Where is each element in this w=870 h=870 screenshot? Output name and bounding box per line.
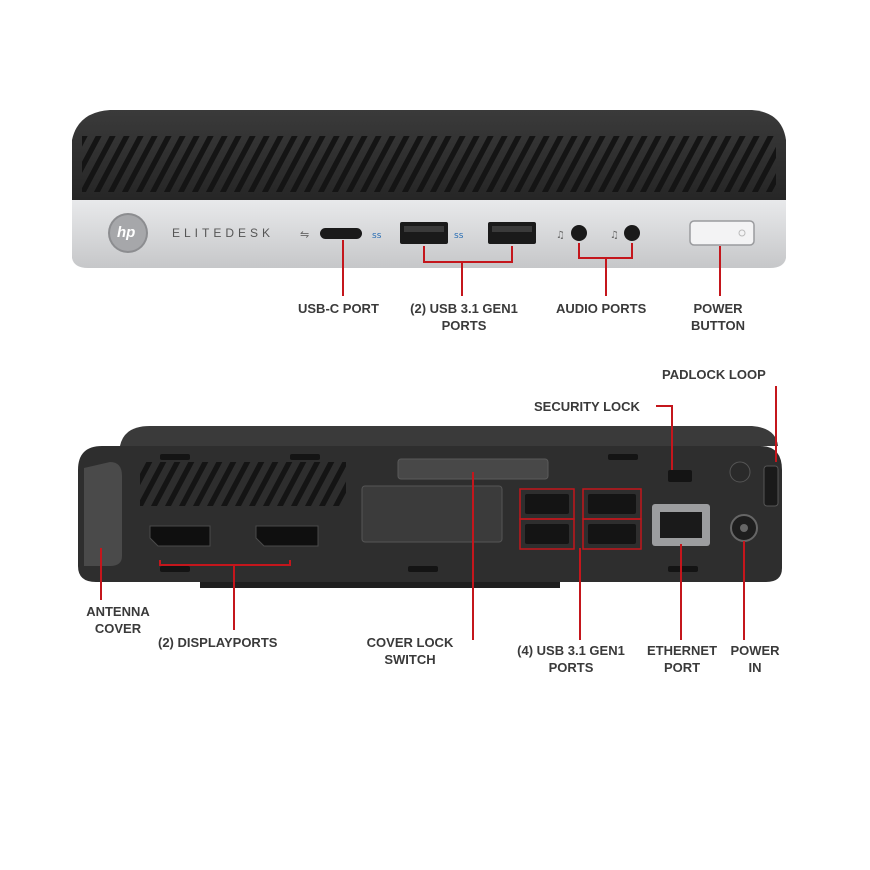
label-usb-c-port: USB-C PORT	[298, 301, 379, 316]
front-vent-grille	[82, 136, 776, 192]
front-callout-lines	[342, 240, 721, 296]
rear-bottom-edge	[200, 582, 560, 588]
security-lock-slot-icon	[668, 470, 692, 482]
brand-model-text: ELITEDESK	[172, 226, 275, 240]
front-view: ⇋ ss ss ♫ ♫	[72, 110, 786, 296]
rear-chassis-top	[120, 426, 778, 446]
label-security-lock: SECURITY LOCK	[534, 399, 640, 414]
padlock-loop-icon	[763, 465, 779, 507]
displayport-ports-icon	[149, 525, 319, 547]
rear-callout-lines	[100, 386, 777, 640]
svg-text:♫: ♫	[556, 230, 565, 241]
label-displayports: (2) DISPLAYPORTS	[158, 635, 278, 650]
usb-c-port-icon: ⇋	[300, 228, 362, 241]
svg-text:ss: ss	[454, 231, 464, 241]
power-button-icon	[689, 220, 755, 246]
rear-feet	[160, 454, 698, 572]
svg-text:⇋: ⇋	[300, 228, 309, 241]
usb-a-rear-ports-icon	[525, 494, 636, 544]
expansion-slot-cover	[361, 485, 503, 543]
antenna-cover-icon	[84, 462, 122, 566]
lock-indicator-icon	[729, 461, 751, 483]
usb-rear-highlight	[519, 488, 642, 550]
power-in-jack-icon	[730, 514, 758, 542]
usb-a-front-ports-icon: ss ss	[372, 222, 536, 244]
audio-jack-icon: ♫ ♫	[556, 225, 640, 241]
rear-vent-grille	[140, 462, 346, 506]
svg-text:ss: ss	[372, 231, 382, 241]
rear-view	[78, 386, 782, 640]
label-audio-ports: AUDIO PORTS	[556, 301, 647, 316]
ethernet-port-icon	[652, 504, 710, 546]
brand-logo-text: hp	[117, 224, 136, 241]
svg-text:♫: ♫	[610, 230, 619, 241]
label-padlock-loop: PADLOCK LOOP	[662, 367, 766, 382]
hp-logo-icon	[108, 213, 148, 253]
